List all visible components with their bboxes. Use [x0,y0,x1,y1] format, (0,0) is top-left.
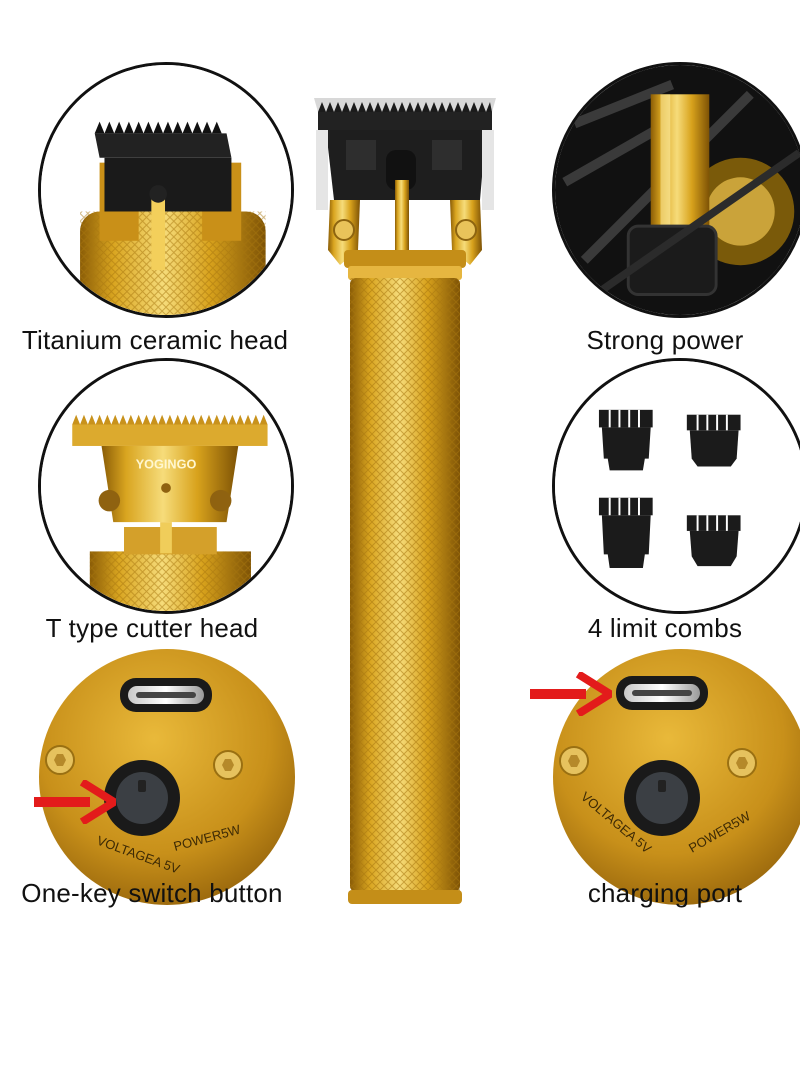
comb-icon [555,361,800,611]
trimmer-icon [314,98,496,904]
feature-power-circle [552,62,800,318]
feature-port-circle: VOLTAGEA 5V POWER5W [552,648,800,906]
hair-trimmer-image [300,90,510,910]
feature-cutter-circle: YOGINGO [38,358,294,614]
feature-combs-circle [552,358,800,614]
trimmer-head-icon [41,65,291,315]
feature-switch-circle: VOLTAGEA 5V POWER5W [38,648,296,906]
feature-port-label: charging port [587,878,743,908]
feature-switch-label: One-key switch button [21,878,283,908]
arrow-to-port-icon [530,672,612,716]
feature-cutter-label: T type cutter head [45,613,259,643]
feature-power-label: Strong power [586,325,744,355]
feature-head-circle [38,62,294,318]
usb-c-port-icon: VOLTAGEA 5V POWER5W [553,649,800,905]
brand-engraving: YOGINGO [136,457,197,471]
arrow-to-switch-icon [34,780,116,824]
feature-head-label: Titanium ceramic head [21,325,289,355]
power-button-icon: VOLTAGEA 5V POWER5W [39,649,295,905]
motor-icon [555,65,800,315]
feature-combs-label: 4 limit combs [587,613,743,643]
t-blade-icon: YOGINGO [41,361,291,611]
